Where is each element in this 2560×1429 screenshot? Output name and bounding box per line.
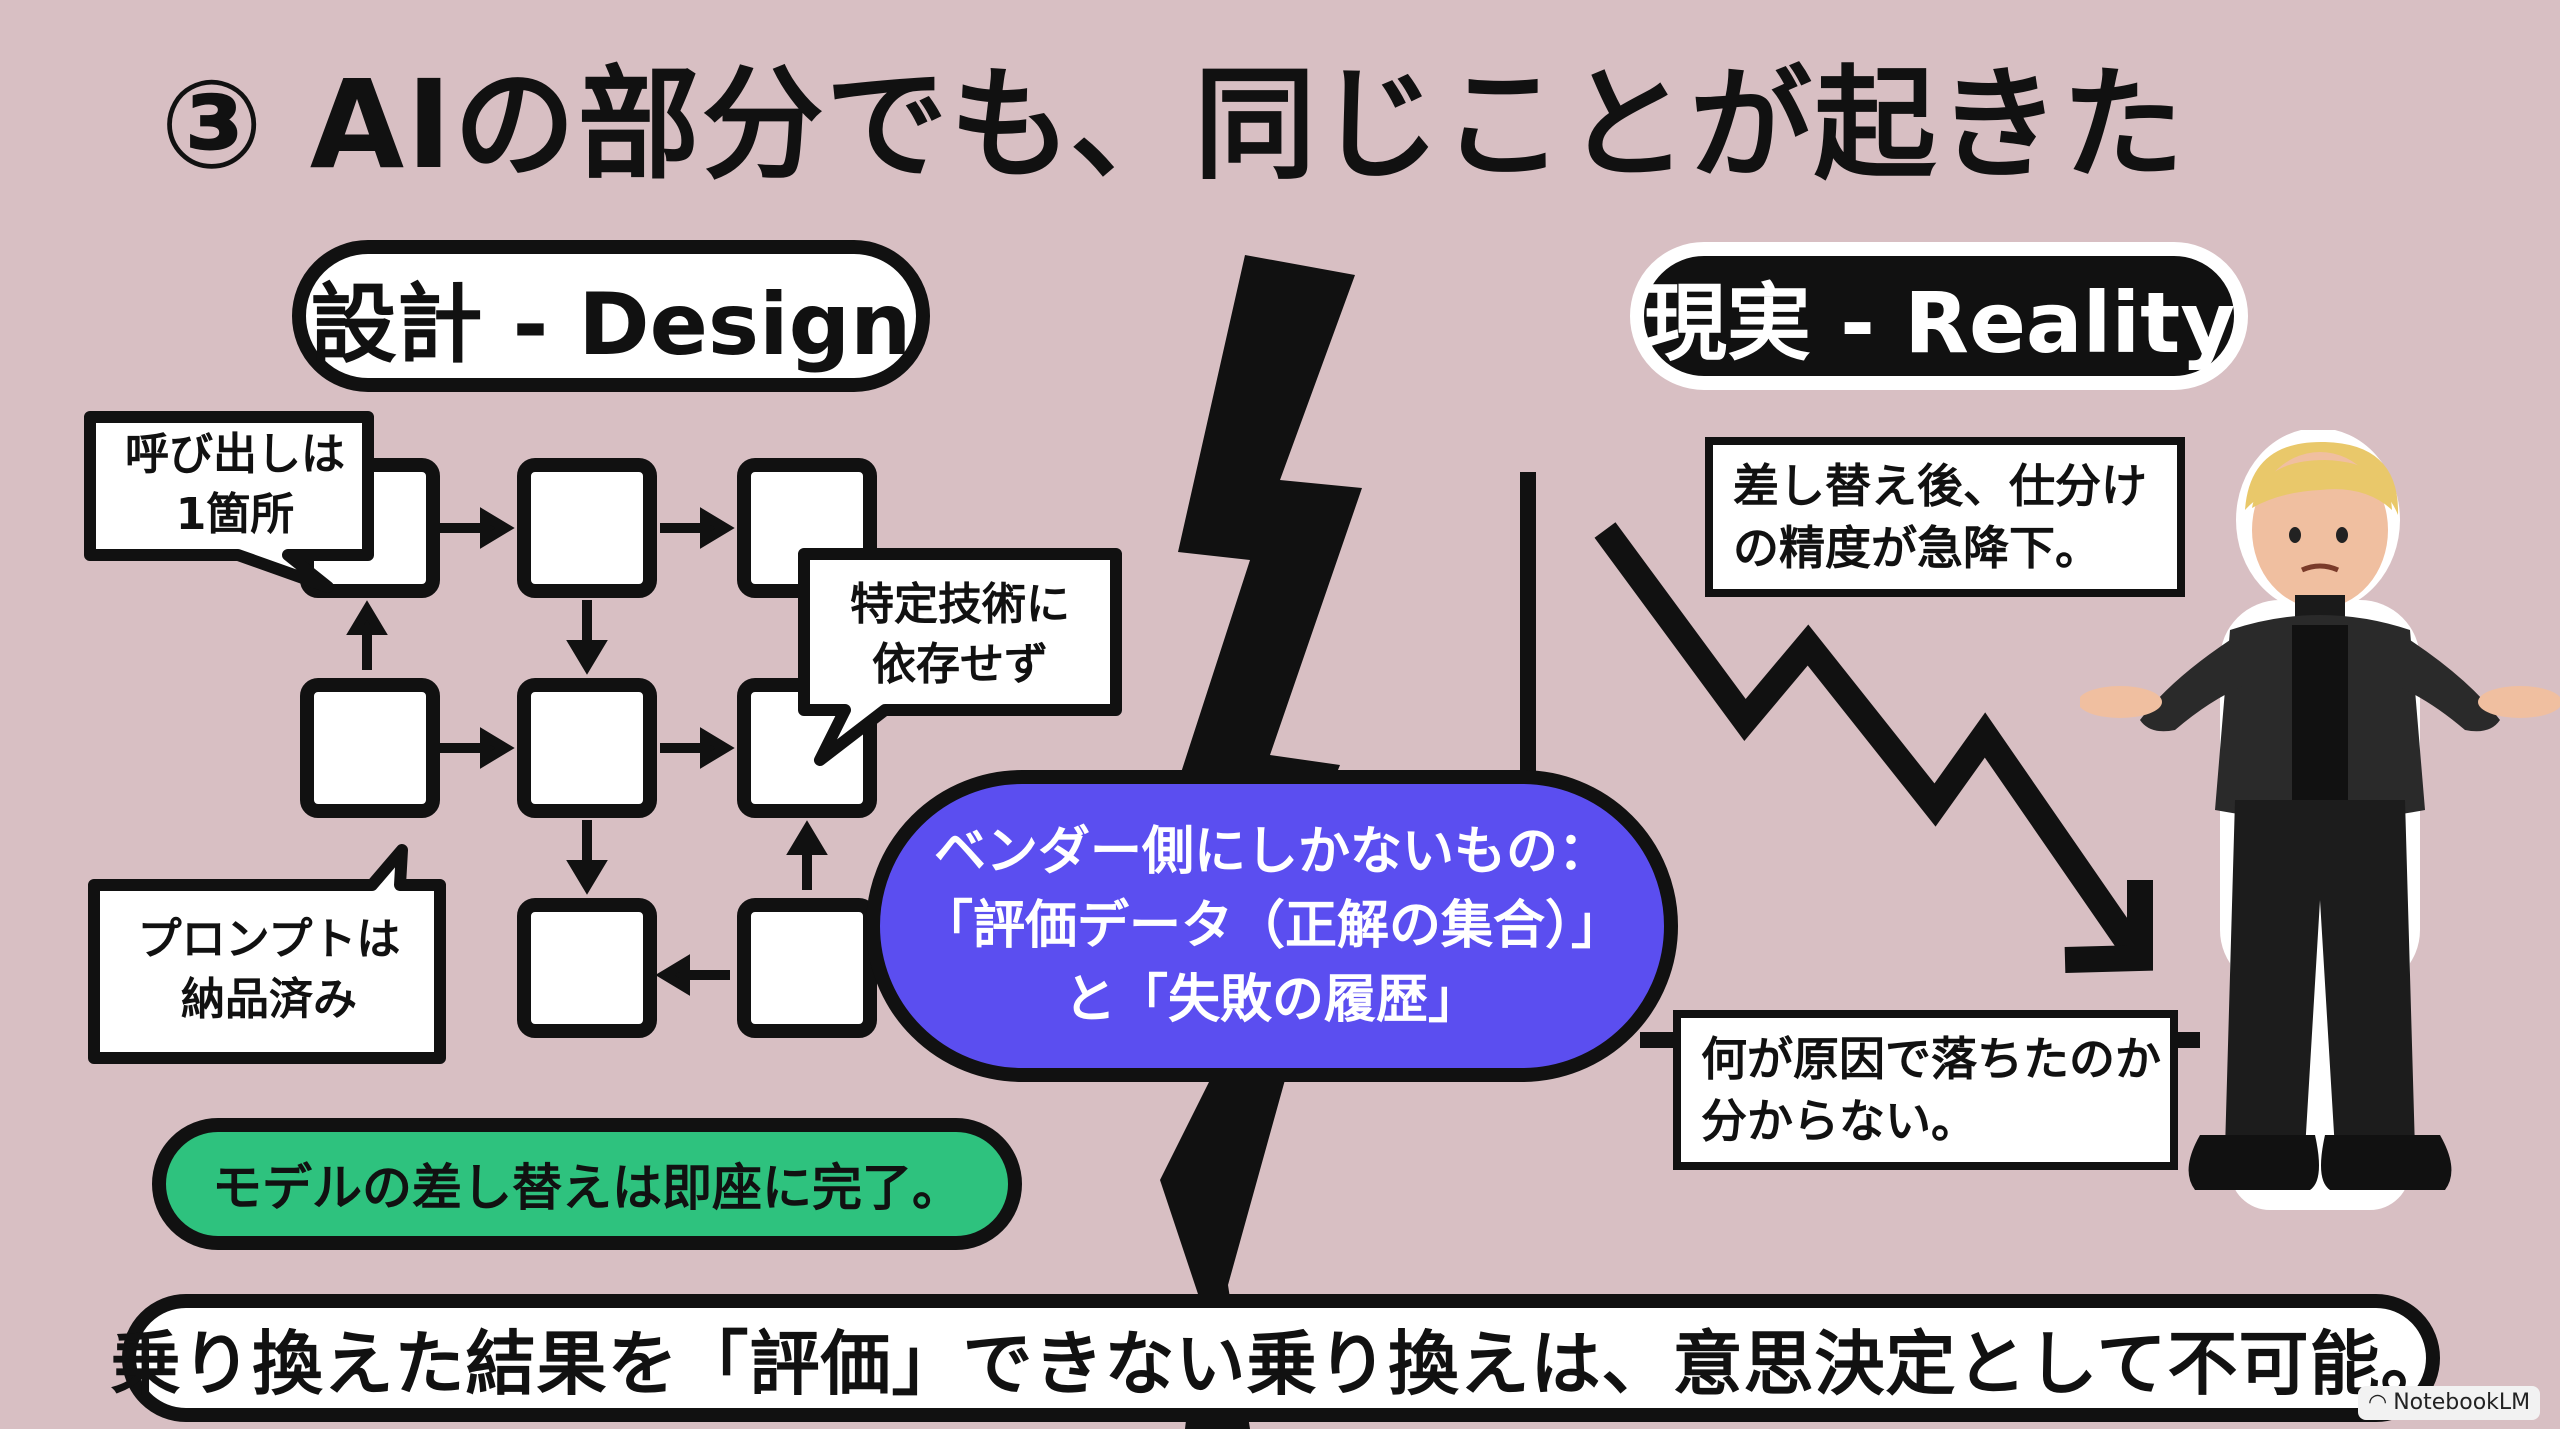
- bubble-call-text: 呼び出しは 1箇所: [125, 429, 345, 540]
- bubble-prompt-shape: [88, 844, 446, 1064]
- bubble-tech-text: 特定技術に 依存せず: [850, 579, 1070, 690]
- notebooklm-logo-icon: ◠: [2368, 1390, 2388, 1415]
- design-status-pill: モデルの差し替えは即座に完了。: [152, 1118, 1022, 1250]
- flow-arrows: [346, 507, 828, 996]
- design-label: 設計 - Design: [292, 240, 930, 392]
- shrugging-person-illustration: [2080, 430, 2560, 1210]
- flow-node: [300, 678, 440, 818]
- reality-label: 現実 - Reality: [1630, 242, 2248, 390]
- unknown-cause-note: 何が原因で落ちたのか 分からない。: [1673, 1010, 2178, 1170]
- page-title: ③ AIの部分でも、同じことが起きた: [160, 54, 2186, 196]
- flow-node: [517, 458, 657, 598]
- bubble-prompt-text: プロンプトは 納品済み: [137, 914, 401, 1025]
- notebooklm-watermark: ◠ NotebookLM: [2358, 1386, 2541, 1420]
- decline-arrow-line: [1594, 522, 2141, 953]
- flow-node: [517, 898, 657, 1038]
- flow-node: [517, 678, 657, 818]
- flow-node: [737, 898, 877, 1038]
- decline-arrow-head-icon: [2064, 880, 2153, 973]
- accuracy-drop-note: 差し替え後、仕分け の精度が急降下。: [1705, 437, 2185, 597]
- bubble-tech-shape: [798, 548, 1122, 766]
- bubble-call-shape: [84, 411, 374, 593]
- conclusion-banner: 乗り換えた結果を「評価」できない乗り換えは、意思決定として不可能。: [111, 1294, 2450, 1422]
- vendor-only-message: ベンダー側にしかないもの： 「評価データ（正解の集合）」 と「失敗の履歴」: [866, 770, 1678, 1082]
